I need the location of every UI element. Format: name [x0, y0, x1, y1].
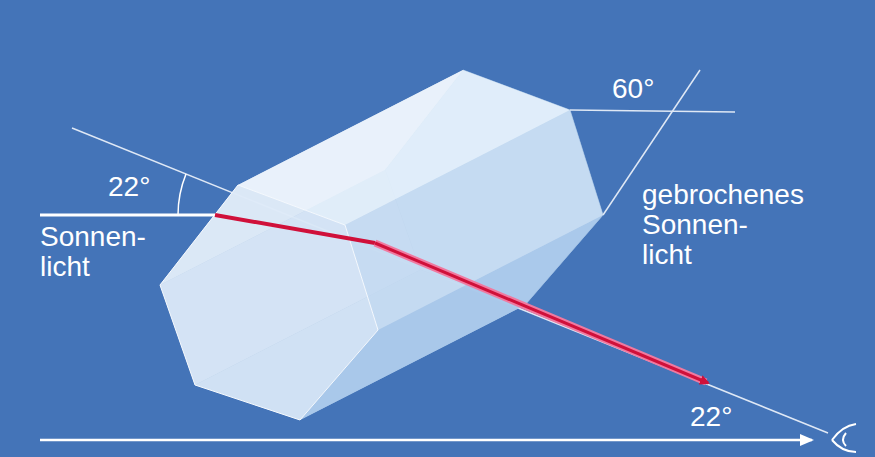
light-ray: [215, 215, 375, 243]
front-face: [160, 185, 378, 420]
sunlight-line: [40, 214, 215, 217]
observer-axis: [40, 439, 812, 442]
angle-arc: [178, 174, 186, 215]
eye-symbol: [832, 424, 856, 452]
refracted-light-label: gebrochenes Sonnen- licht: [642, 180, 804, 270]
angle-line: [570, 110, 735, 112]
sunlight-label: Sonnen- licht: [40, 222, 146, 282]
eye-iris: [843, 433, 846, 446]
angle-label: 22°: [108, 172, 150, 202]
eye-outline: [832, 424, 856, 452]
angle-label: 22°: [690, 402, 732, 432]
angle-label: 60°: [612, 74, 654, 104]
